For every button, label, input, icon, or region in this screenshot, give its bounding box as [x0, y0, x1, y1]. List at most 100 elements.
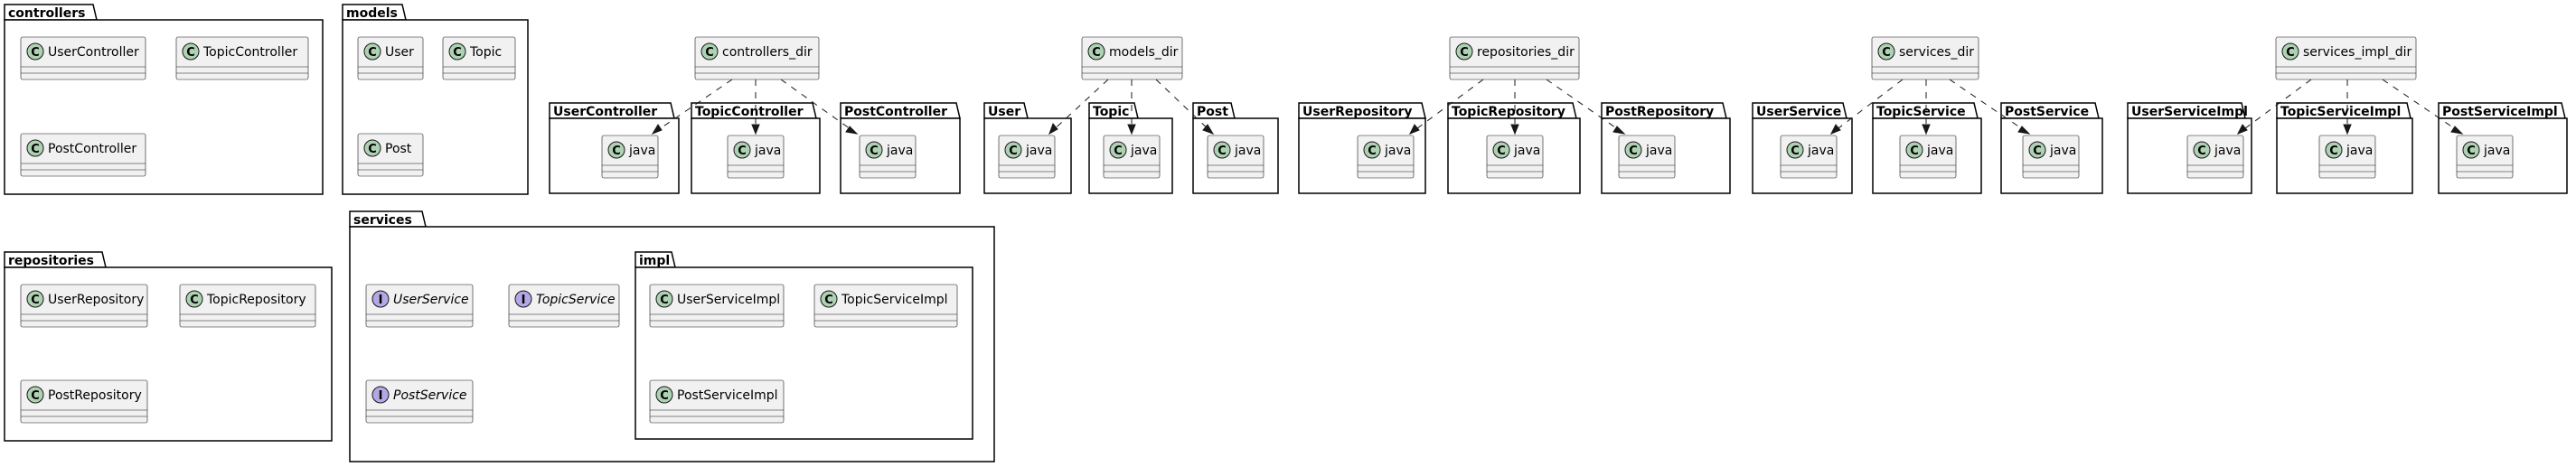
class-name: java	[1926, 144, 1953, 158]
class-name: java	[1513, 144, 1540, 158]
class-topic[interactable]: C Topic	[442, 36, 516, 80]
interface-topic-service[interactable]: I TopicService	[508, 284, 620, 328]
class-name: java	[1130, 144, 1157, 158]
class-java[interactable]: C java	[1618, 135, 1676, 179]
class-stereotype-icon: C	[612, 145, 621, 158]
package-title: UserRepository	[1302, 105, 1413, 119]
class-java[interactable]: C java	[1899, 135, 1957, 179]
package-user-controller: UserController C java	[549, 102, 680, 194]
class-stereotype-icon: C	[2197, 145, 2206, 158]
class-stereotype-icon: C	[2033, 145, 2042, 158]
class-stereotype-icon: C	[660, 294, 669, 307]
package-user-service: UserService C java	[1752, 102, 1853, 194]
class-java[interactable]: C java	[601, 135, 659, 179]
class-java[interactable]: C java	[1207, 135, 1264, 179]
dependency-controllers-dir-user-controller	[651, 79, 733, 135]
class-name: User	[385, 45, 414, 60]
interface-post-service[interactable]: I PostService	[365, 379, 474, 424]
class-java[interactable]: C java	[998, 135, 1056, 179]
class-name: services_dir	[1899, 45, 1974, 60]
dependency-controllers-dir-topic-controller	[751, 79, 760, 135]
class-post-repository[interactable]: C PostRepository	[20, 379, 148, 424]
package-topic: Topic C java	[1088, 102, 1173, 194]
class-models-dir[interactable]: C models_dir	[1081, 36, 1183, 80]
class-java[interactable]: C java	[727, 135, 785, 179]
package-user-service-impl: UserServiceImpl C java	[2127, 102, 2252, 194]
class-java[interactable]: C java	[1486, 135, 1544, 179]
class-user-controller[interactable]: C UserController	[20, 36, 146, 80]
class-name: models_dir	[1109, 45, 1179, 60]
class-java[interactable]: C java	[2186, 135, 2244, 179]
package-services: services I UserService I TopicService I …	[349, 210, 995, 462]
class-stereotype-icon: C	[1114, 145, 1123, 158]
class-post-controller[interactable]: C PostController	[20, 133, 146, 177]
class-stereotype-icon: C	[31, 46, 40, 60]
class-name: java	[628, 144, 655, 158]
class-stereotype-icon: C	[2286, 46, 2295, 60]
class-stereotype-icon: C	[31, 389, 40, 403]
class-name: TopicServiceImpl	[841, 293, 948, 307]
interface-user-service[interactable]: I UserService	[365, 284, 474, 328]
class-services-impl-dir[interactable]: C services_impl_dir	[2275, 36, 2417, 80]
class-java[interactable]: C java	[859, 135, 917, 179]
class-name: services_impl_dir	[2303, 45, 2412, 60]
class-user-repository[interactable]: C UserRepository	[20, 284, 148, 328]
dependency-models-dir-topic	[1127, 79, 1136, 135]
class-post[interactable]: C Post	[357, 133, 424, 177]
class-name: java	[2346, 144, 2373, 158]
package-title: Topic	[1093, 105, 1129, 119]
class-services-dir[interactable]: C services_dir	[1871, 36, 1979, 80]
class-stereotype-icon: C	[453, 46, 462, 60]
class-stereotype-icon: C	[1460, 46, 1469, 60]
dependency-services-impl-dir-user-service-impl	[2236, 79, 2312, 135]
class-java[interactable]: C java	[1780, 135, 1838, 179]
dependency-models-dir-user	[1048, 79, 1109, 135]
package-title: TopicService	[1876, 105, 1966, 119]
class-post-service-impl[interactable]: C PostServiceImpl	[649, 379, 785, 424]
class-topic-repository[interactable]: C TopicRepository	[179, 284, 316, 328]
class-name: Post	[385, 142, 412, 156]
class-stereotype-icon: C	[1791, 145, 1800, 158]
class-topic-controller[interactable]: C TopicController	[175, 36, 309, 80]
package-title: PostController	[844, 105, 947, 119]
package-models: models C User C Topic C Post	[342, 4, 529, 195]
class-stereotype-icon: C	[738, 145, 747, 158]
class-user[interactable]: C User	[357, 36, 424, 80]
package-user: User C java	[983, 102, 1072, 194]
class-repositories-dir[interactable]: C repositories_dir	[1449, 36, 1580, 80]
dependency-services-impl-dir-post-service-impl	[2382, 79, 2464, 135]
class-stereotype-icon: C	[2467, 145, 2476, 158]
dependency-repositories-dir-post-repository	[1546, 79, 1626, 135]
package-title: PostRepository	[1605, 105, 1714, 119]
class-java[interactable]: C java	[1103, 135, 1161, 179]
class-stereotype-icon: C	[190, 294, 199, 307]
class-stereotype-icon: C	[1882, 46, 1891, 60]
class-stereotype-icon: C	[2329, 145, 2338, 158]
class-name: PostServiceImpl	[677, 388, 778, 403]
class-name: UserController	[48, 45, 139, 60]
dependency-services-dir-user-service	[1829, 79, 1904, 135]
dependency-services-dir-topic-service	[1922, 79, 1931, 135]
class-stereotype-icon: C	[1217, 145, 1227, 158]
dependency-models-dir-post	[1155, 79, 1215, 135]
class-user-service-impl[interactable]: C UserServiceImpl	[649, 284, 785, 328]
class-stereotype-icon: C	[1009, 145, 1018, 158]
package-user-repository: UserRepository C java	[1298, 102, 1426, 194]
class-name: java	[2214, 144, 2241, 158]
class-java[interactable]: C java	[2318, 135, 2376, 179]
class-java[interactable]: C java	[2456, 135, 2514, 179]
class-stereotype-icon: C	[1092, 46, 1101, 60]
class-stereotype-icon: C	[824, 294, 833, 307]
class-stereotype-icon: C	[1629, 145, 1638, 158]
class-java[interactable]: C java	[2022, 135, 2080, 179]
class-name: controllers_dir	[722, 45, 813, 60]
class-java[interactable]: C java	[1357, 135, 1415, 179]
class-stereotype-icon: C	[31, 143, 40, 156]
package-title: TopicServiceImpl	[2280, 105, 2401, 119]
class-topic-service-impl[interactable]: C TopicServiceImpl	[813, 284, 958, 328]
package-repositories: repositories C UserRepository C TopicRep…	[4, 251, 333, 442]
class-stereotype-icon: C	[660, 389, 669, 403]
class-name: java	[886, 144, 913, 158]
class-controllers-dir[interactable]: C controllers_dir	[694, 36, 820, 80]
